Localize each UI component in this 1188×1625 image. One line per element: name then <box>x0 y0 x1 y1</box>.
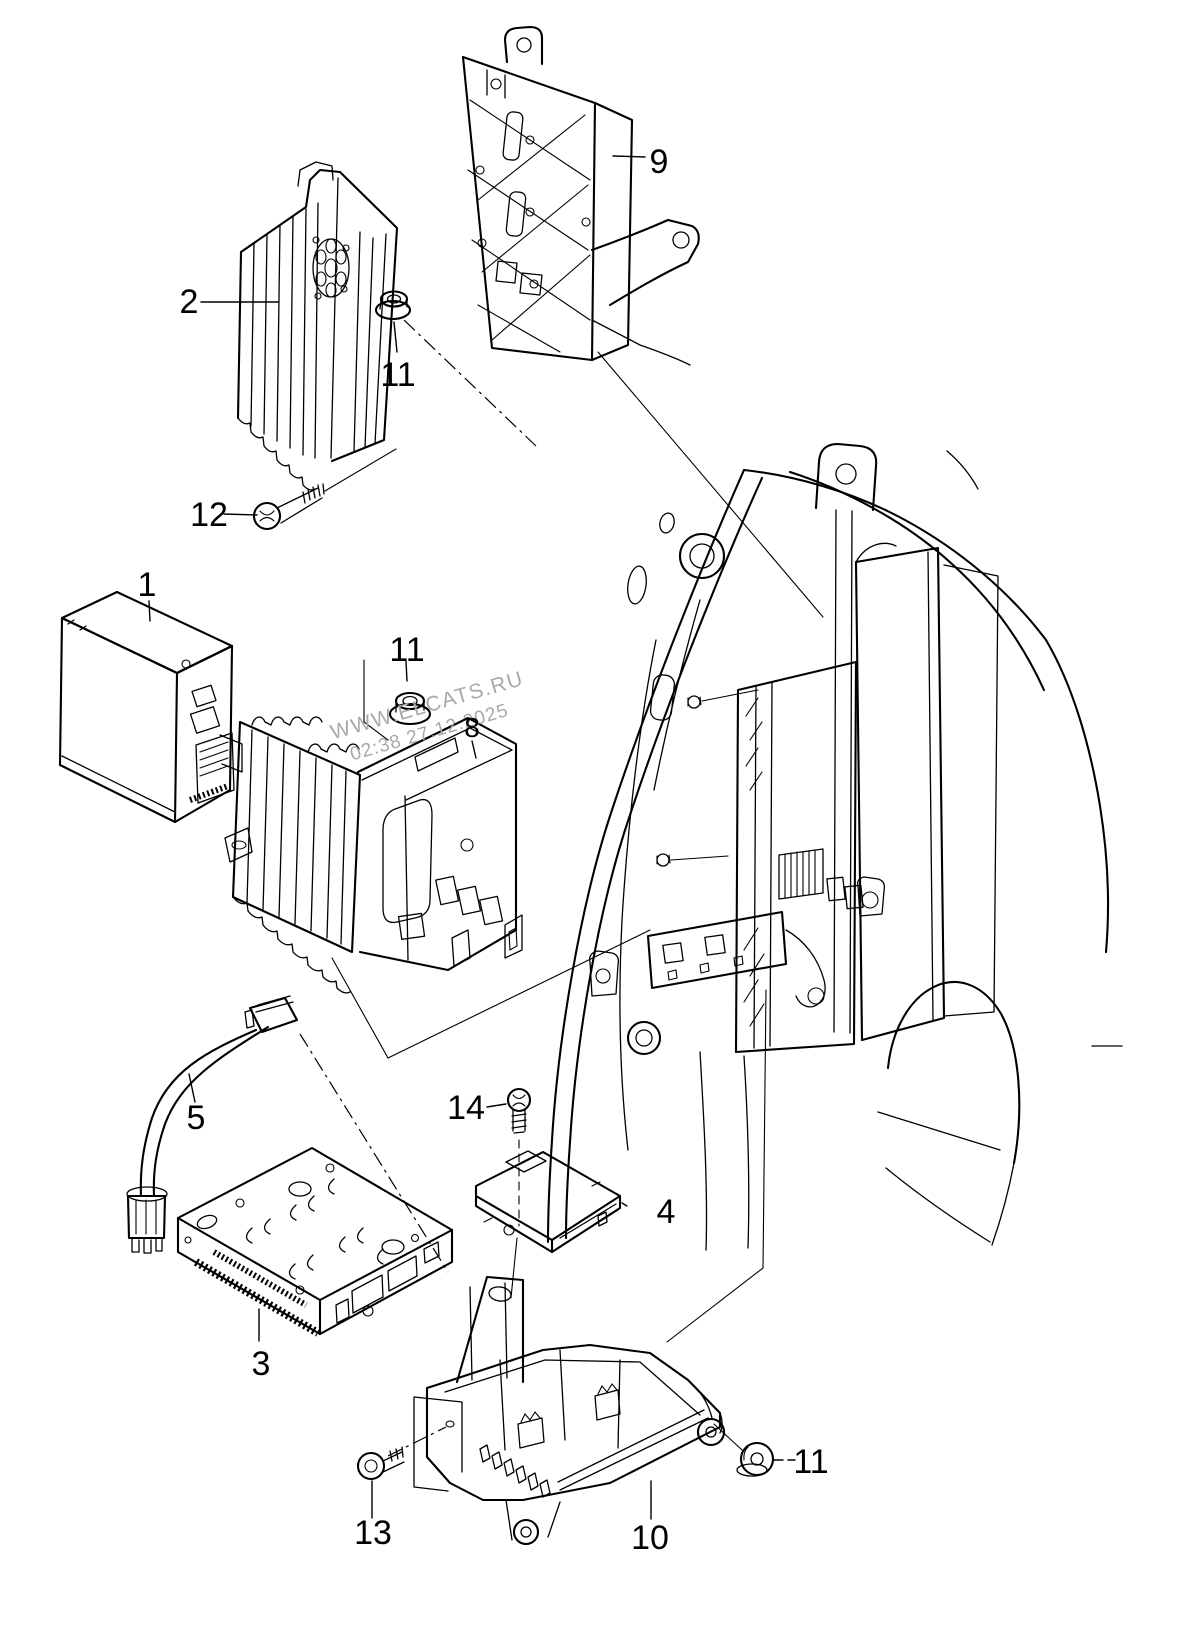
callouts: 2 11 9 12 1 11 8 5 14 4 3 13 10 11 <box>138 143 829 1557</box>
part-8-amplifier-drawing <box>219 716 523 994</box>
leader-lines <box>148 155 824 1520</box>
car-body-drawing <box>546 442 1123 1251</box>
screw-12-drawing <box>252 448 397 531</box>
fan-grille-icon <box>312 236 350 300</box>
callout-11-top[interactable]: 11 <box>380 356 415 394</box>
callout-11-bottom[interactable]: 11 <box>793 1443 828 1481</box>
part-9-bracket-drawing <box>461 25 700 366</box>
callout-11-mid[interactable]: 11 <box>389 631 424 669</box>
part-3-tuner-drawing <box>176 1146 454 1337</box>
part-1-control-unit-drawing <box>58 590 235 824</box>
callout-5[interactable]: 5 <box>187 1099 206 1137</box>
callout-8[interactable]: 8 <box>464 712 480 743</box>
screw-13-drawing <box>356 1446 405 1481</box>
callout-12[interactable]: 12 <box>190 496 228 534</box>
cable-5-drawing <box>126 995 299 1254</box>
callout-14[interactable]: 14 <box>447 1089 485 1127</box>
callout-10[interactable]: 10 <box>631 1519 669 1557</box>
callout-4[interactable]: 4 <box>657 1193 676 1231</box>
part-4-module-drawing <box>474 1150 622 1254</box>
callout-2[interactable]: 2 <box>180 283 199 321</box>
callout-3[interactable]: 3 <box>252 1345 271 1383</box>
callout-9[interactable]: 9 <box>650 143 669 181</box>
callout-13[interactable]: 13 <box>354 1514 392 1552</box>
nut-11-top-drawing <box>374 290 412 321</box>
washer-11-bottom-drawing <box>736 1441 775 1477</box>
callout-1[interactable]: 1 <box>138 566 157 604</box>
part-2-amplifier-drawing <box>236 161 399 491</box>
screw-14-drawing <box>506 1087 532 1299</box>
part-10-bracket-drawing <box>413 1275 726 1546</box>
nut-11-mid-drawing <box>363 659 432 741</box>
